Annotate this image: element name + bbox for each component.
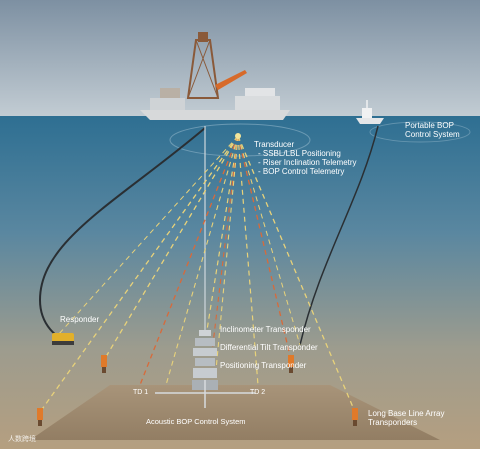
transducer-feature-3: - BOP Control Telemetry xyxy=(258,167,344,176)
transponder-left-mid xyxy=(101,355,107,373)
seabed-platform xyxy=(30,385,440,440)
portable-bop-cable xyxy=(299,125,379,346)
inclinometer-label: Inclinometer Transponder xyxy=(220,325,311,334)
acoustic-paths xyxy=(39,135,356,413)
responder-label: Responder xyxy=(60,315,99,324)
portable-bop-label-2: Control System xyxy=(405,130,460,139)
positioning-label: Positioning Transponder xyxy=(220,361,307,370)
lbl-array-label-1: Long Base Line Array xyxy=(368,409,445,418)
responder-cable xyxy=(38,127,206,341)
td1-label: TD 1 xyxy=(133,389,148,396)
bop-stack xyxy=(155,330,255,408)
transponder-right-mid xyxy=(288,355,294,373)
td2-label: TD 2 xyxy=(250,389,265,396)
transducer-icon xyxy=(235,133,241,139)
transponder-left-far xyxy=(37,408,43,426)
surface-ripple-right xyxy=(369,121,471,143)
differential-tilt-label: Differential Tilt Transponder xyxy=(220,343,318,352)
support-vessel xyxy=(356,100,384,124)
transducer-feature-2: - Riser Inclination Telemetry xyxy=(258,158,357,167)
portable-bop-label-1: Portable BOP xyxy=(405,121,454,130)
transducer-feature-1: - SSBL/LBL Positioning xyxy=(258,149,341,158)
lbl-array-label-2: Transponders xyxy=(368,418,417,427)
drill-ship xyxy=(140,32,290,120)
acoustic-bop-label: Acoustic BOP Control System xyxy=(146,417,245,426)
responder-vehicle xyxy=(52,333,74,345)
transducer-title: Transducer xyxy=(254,140,295,149)
transponder-right-far xyxy=(352,408,358,426)
watermark: 人数跨境 xyxy=(8,434,36,443)
